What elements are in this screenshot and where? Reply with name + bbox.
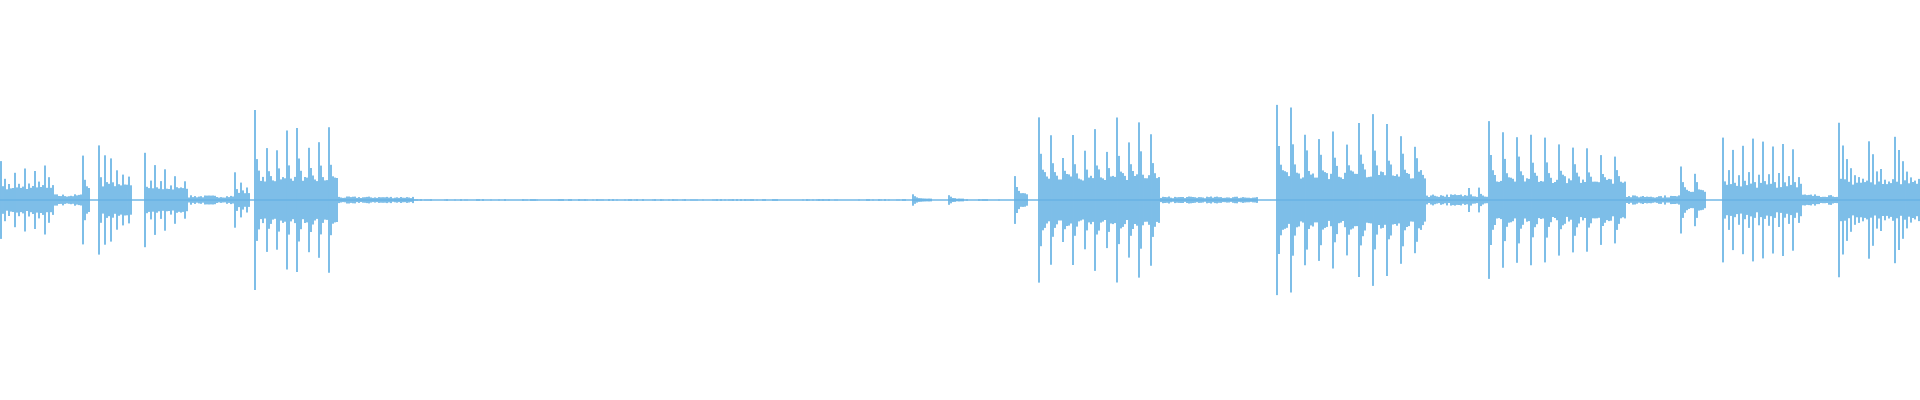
waveform-view [0,104,1920,296]
audio-waveform [0,104,1920,296]
